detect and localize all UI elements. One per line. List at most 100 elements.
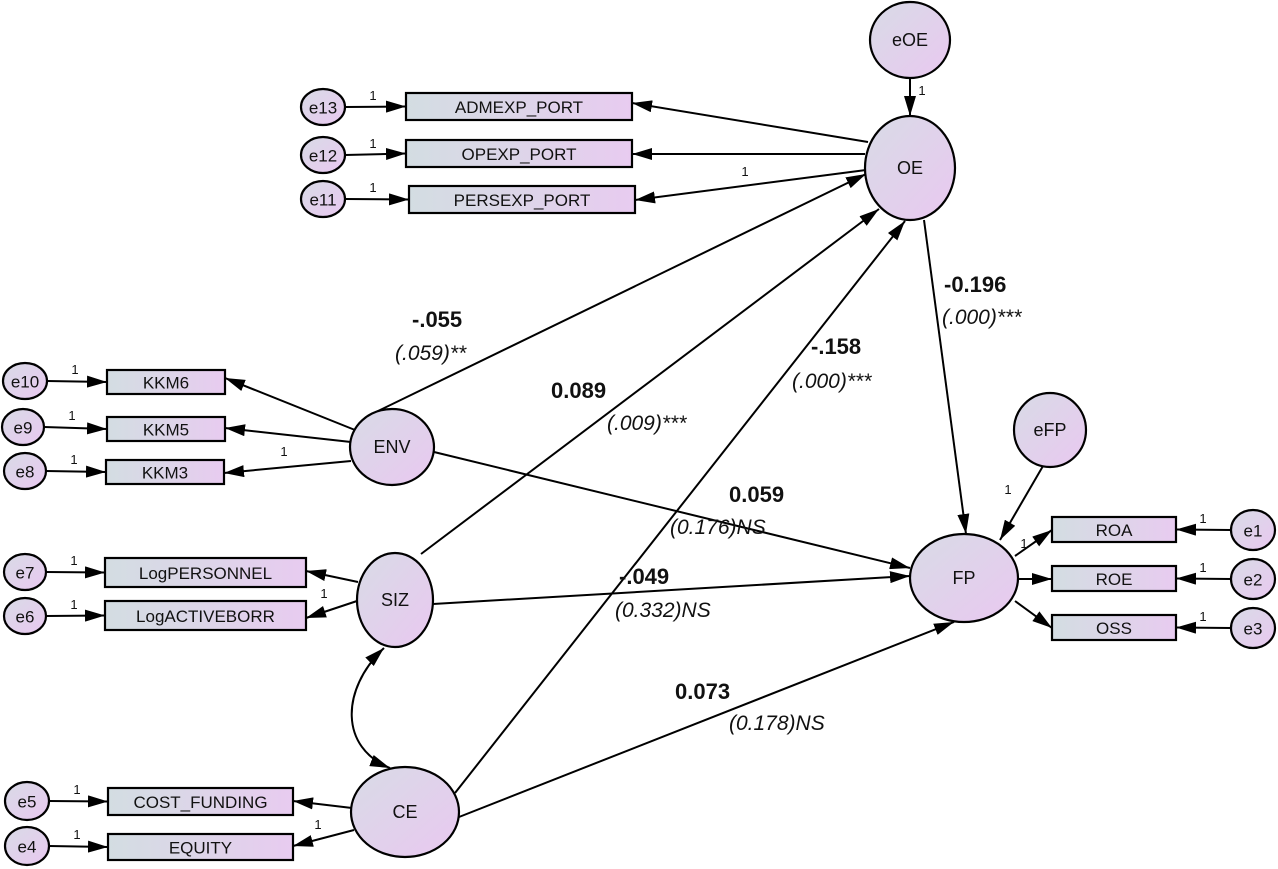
loading-fixed-label: 1 bbox=[280, 444, 287, 459]
error-arrow-e4 bbox=[48, 840, 109, 853]
indicator-box-logpersonnel[interactable]: LogPERSONNEL bbox=[103, 556, 308, 589]
latent-ellipse bbox=[349, 765, 461, 859]
indicator-box-oss[interactable]: OSS bbox=[1050, 613, 1178, 642]
error-label: e4 bbox=[18, 838, 37, 857]
indicator-label: KKM3 bbox=[142, 464, 188, 483]
error-arrow-e6 bbox=[45, 609, 106, 622]
latent-node-efp[interactable]: eFP bbox=[1012, 391, 1088, 469]
error-node-e11[interactable]: e11 bbox=[299, 179, 347, 219]
error-node-e7[interactable]: e7 bbox=[2, 552, 48, 592]
error-arrow-e11 bbox=[344, 193, 410, 206]
latent-node-ce[interactable]: CE bbox=[349, 765, 461, 859]
path-p-value-label: (0.178)NS bbox=[729, 712, 825, 735]
indicator-rect bbox=[105, 415, 227, 443]
error-node-e13[interactable]: e13 bbox=[299, 87, 347, 127]
indicator-label: OSS bbox=[1096, 619, 1132, 638]
error-weight-label: 1 bbox=[1199, 609, 1206, 624]
error-ellipse bbox=[1, 361, 49, 401]
error-label: e12 bbox=[309, 147, 337, 166]
indicator-box-logactiveborr[interactable]: LogACTIVEBORR bbox=[103, 599, 308, 632]
error-label: e9 bbox=[14, 419, 33, 438]
error-arrow-e1 bbox=[1175, 523, 1232, 536]
latent-ellipse bbox=[908, 532, 1020, 624]
indicator-label: OPEXP_PORT bbox=[462, 145, 577, 164]
error-ellipse bbox=[3, 780, 51, 822]
indicator-label: KKM6 bbox=[143, 374, 189, 393]
indicator-rect bbox=[106, 786, 295, 817]
indicator-rect bbox=[407, 184, 637, 215]
error-node-e9[interactable]: e9 bbox=[0, 407, 46, 447]
latent-node-fp[interactable]: FP bbox=[908, 532, 1020, 624]
indicator-label: PERSEXP_PORT bbox=[454, 191, 591, 210]
path-arrow-env-to-fp bbox=[433, 451, 911, 570]
indicator-box-persexp_port[interactable]: PERSEXP_PORT bbox=[407, 184, 637, 215]
path-coefficient-label: 0.089 bbox=[551, 378, 606, 403]
error-weight-label: 1 bbox=[1199, 560, 1206, 575]
path-arrow-siz-to-fp bbox=[432, 571, 911, 605]
indicator-label: COST_FUNDING bbox=[133, 793, 267, 812]
error-node-e12[interactable]: e12 bbox=[299, 135, 347, 175]
error-arrow-e2 bbox=[1175, 572, 1232, 585]
indicator-box-roa[interactable]: ROA bbox=[1050, 515, 1178, 544]
path-arrow-env-to-oe bbox=[375, 173, 867, 413]
indicator-box-kkm6[interactable]: KKM6 bbox=[105, 368, 227, 396]
loading-arrow-logpersonnel bbox=[305, 569, 359, 583]
error-ellipse bbox=[2, 596, 48, 636]
covariance-arc-siz-ce bbox=[350, 647, 391, 769]
error-node-e8[interactable]: e8 bbox=[2, 451, 48, 491]
labels-layer: 11111111111111111111-.055(.059)**0.089(.… bbox=[68, 83, 1206, 842]
latent-node-siz[interactable]: SIZ bbox=[355, 551, 435, 649]
loading-arrow-oss bbox=[1014, 600, 1053, 629]
error-ellipse bbox=[2, 451, 48, 491]
indicator-box-opexp_port[interactable]: OPEXP_PORT bbox=[404, 138, 634, 169]
disturbance-weight-label: 1 bbox=[918, 83, 925, 98]
indicator-label: EQUITY bbox=[169, 839, 232, 858]
indicator-rect bbox=[1050, 564, 1178, 593]
error-arrow-e9 bbox=[43, 422, 108, 435]
indicator-rect bbox=[1050, 515, 1178, 544]
indicator-label: LogPERSONNEL bbox=[139, 564, 272, 583]
error-label: e6 bbox=[16, 608, 35, 627]
error-weight-label: 1 bbox=[369, 136, 376, 151]
error-weight-label: 1 bbox=[73, 782, 80, 797]
error-weight-label: 1 bbox=[68, 408, 75, 423]
indicator-box-kkm3[interactable]: KKM3 bbox=[104, 458, 226, 486]
path-p-value-label: (0.332)NS bbox=[615, 599, 711, 622]
indicator-box-equity[interactable]: EQUITY bbox=[106, 832, 295, 862]
indicator-box-admexp_port[interactable]: ADMEXP_PORT bbox=[404, 91, 634, 122]
error-ellipse bbox=[2, 552, 48, 592]
indicator-box-roe[interactable]: ROE bbox=[1050, 564, 1178, 593]
loading-arrow-persexp_port bbox=[634, 169, 867, 204]
error-node-e5[interactable]: e5 bbox=[3, 780, 51, 822]
indicator-rect bbox=[104, 458, 226, 486]
indicator-label: KKM5 bbox=[143, 421, 189, 440]
indicator-rect bbox=[1050, 613, 1178, 642]
indicator-box-kkm5[interactable]: KKM5 bbox=[105, 415, 227, 443]
error-node-e10[interactable]: e10 bbox=[1, 361, 49, 401]
latent-label: ENV bbox=[373, 437, 410, 457]
error-label: e5 bbox=[18, 793, 37, 812]
loading-arrow-cost_funding bbox=[292, 797, 353, 810]
path-arrow-oe-to-fp bbox=[923, 219, 970, 535]
latent-label: SIZ bbox=[381, 590, 409, 610]
error-ellipse bbox=[299, 87, 347, 127]
error-ellipse bbox=[299, 179, 347, 219]
error-arrow-e12 bbox=[344, 147, 407, 160]
latent-node-eoe[interactable]: eOE bbox=[868, 0, 952, 80]
latent-node-oe[interactable]: OE bbox=[863, 114, 957, 222]
path-coefficient-label: 0.073 bbox=[675, 679, 730, 704]
error-node-e4[interactable]: e4 bbox=[3, 825, 51, 867]
error-weight-label: 1 bbox=[71, 362, 78, 377]
error-node-e3[interactable]: e3 bbox=[1229, 606, 1277, 650]
error-node-e2[interactable]: e2 bbox=[1229, 557, 1277, 601]
indicator-label: LogACTIVEBORR bbox=[136, 607, 275, 626]
indicator-box-cost_funding[interactable]: COST_FUNDING bbox=[106, 786, 295, 817]
latent-node-env[interactable]: ENV bbox=[348, 407, 436, 487]
path-coefficient-label: 0.059 bbox=[729, 482, 784, 507]
latent-label: FP bbox=[952, 568, 975, 588]
error-node-e1[interactable]: e1 bbox=[1229, 508, 1277, 552]
path-p-value-label: (0.176)NS bbox=[670, 516, 766, 539]
error-ellipse bbox=[3, 825, 51, 867]
error-node-e6[interactable]: e6 bbox=[2, 596, 48, 636]
